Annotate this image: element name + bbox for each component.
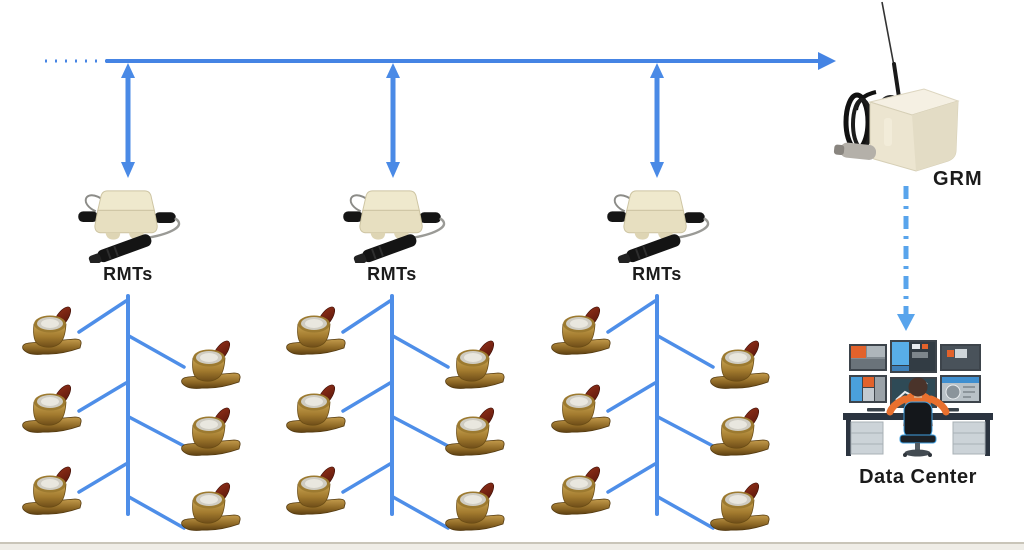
water-meter-icon — [22, 304, 82, 355]
rmt-device-icon — [606, 189, 710, 263]
data-center-workstation-icon — [843, 340, 993, 457]
data-center-label: Data Center — [859, 466, 977, 488]
water-meter-icon — [551, 304, 611, 355]
drop-arrow-1 — [121, 63, 135, 178]
water-meter-icon — [22, 464, 82, 515]
water-meter-icon — [551, 382, 611, 433]
water-meter-icon — [710, 405, 770, 456]
bus-arrowhead-right — [818, 52, 836, 70]
bottom-edge-strip — [0, 542, 1024, 550]
water-meter-icon — [710, 338, 770, 389]
water-meter-icon — [551, 464, 611, 515]
meter-trees — [77, 294, 715, 530]
grm-gateway-icon — [833, 2, 958, 171]
rmt-device-icon — [342, 189, 446, 263]
water-meter-icon — [445, 405, 505, 456]
grm-datacenter-link — [897, 186, 915, 331]
drop-arrow-3 — [650, 63, 664, 178]
meter-tree-1 — [77, 294, 186, 530]
water-meter-icon — [181, 480, 241, 531]
rmt-group-1-label: RMTs — [103, 264, 153, 284]
water-meter-icon — [181, 338, 241, 389]
water-meter-icon — [445, 338, 505, 389]
water-meter-icon — [286, 464, 346, 515]
water-meter-icon — [710, 480, 770, 531]
water-meter-icon — [22, 382, 82, 433]
grm-label: GRM — [933, 168, 983, 190]
meter-tree-2 — [341, 294, 450, 530]
rmt-device-icon — [77, 189, 181, 263]
meter-tree-3 — [606, 294, 715, 530]
rmt-group-3-label: RMTs — [632, 264, 682, 284]
water-meter-icon — [286, 382, 346, 433]
water-meter-icon — [445, 480, 505, 531]
water-meter-icon — [181, 405, 241, 456]
drop-arrow-2 — [386, 63, 400, 178]
rmt-group-2-label: RMTs — [367, 264, 417, 284]
link-arrowhead-down — [897, 314, 915, 331]
water-meter-icon — [286, 304, 346, 355]
bus-line — [45, 52, 836, 70]
rmt-drop-arrows — [121, 63, 664, 178]
